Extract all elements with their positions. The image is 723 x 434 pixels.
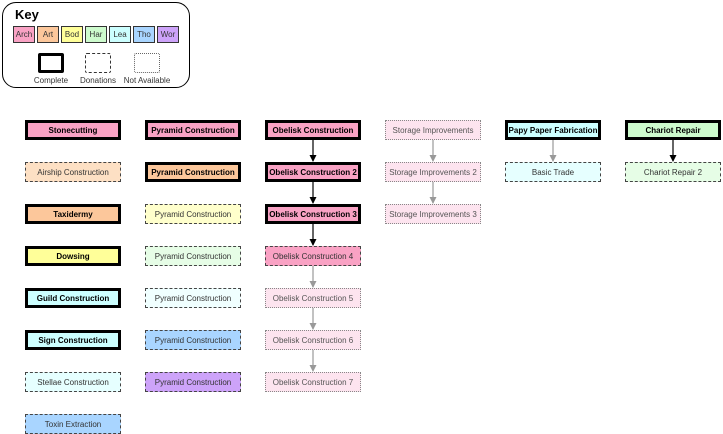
node-obelisk-construction-4[interactable]: Obelisk Construction 4 [265, 246, 361, 266]
node-basic-trade[interactable]: Basic Trade [505, 162, 601, 182]
key-swatch-art: Art [37, 26, 59, 43]
key-swatch-lea: Lea [109, 26, 131, 43]
key-legend: Key Arch Art Bod Har Lea Tho Wor Complet… [2, 2, 190, 88]
node-taxidermy[interactable]: Taxidermy [25, 204, 121, 224]
node-storage-improvements-2[interactable]: Storage Improvements 2 [385, 162, 481, 182]
node-pyramid-construction-arch[interactable]: Pyramid Construction [145, 120, 241, 140]
key-swatch-wor: Wor [157, 26, 179, 43]
node-obelisk-construction-1[interactable]: Obelisk Construction [265, 120, 361, 140]
node-stellae-construction[interactable]: Stellae Construction [25, 372, 121, 392]
key-swatch-arch: Arch [13, 26, 35, 43]
node-storage-improvements-1[interactable]: Storage Improvements [385, 120, 481, 140]
node-obelisk-construction-5[interactable]: Obelisk Construction 5 [265, 288, 361, 308]
node-sign-construction[interactable]: Sign Construction [25, 330, 121, 350]
node-pyramid-construction-tho[interactable]: Pyramid Construction [145, 330, 241, 350]
key-swatch-tho: Tho [133, 26, 155, 43]
key-sample-complete [38, 53, 64, 73]
node-papy-paper-fabrication[interactable]: Papy Paper Fabrication [505, 120, 601, 140]
key-label-donations: Donations [79, 76, 117, 85]
node-obelisk-construction-3[interactable]: Obelisk Construction 3 [265, 204, 361, 224]
key-sample-not-available [134, 53, 160, 73]
key-swatch-bod: Bod [61, 26, 83, 43]
node-dowsing[interactable]: Dowsing [25, 246, 121, 266]
node-chariot-repair-2[interactable]: Chariot Repair 2 [625, 162, 721, 182]
node-pyramid-construction-art[interactable]: Pyramid Construction [145, 162, 241, 182]
node-obelisk-construction-6[interactable]: Obelisk Construction 6 [265, 330, 361, 350]
node-obelisk-construction-2[interactable]: Obelisk Construction 2 [265, 162, 361, 182]
node-airship-construction[interactable]: Airship Construction [25, 162, 121, 182]
node-stonecutting[interactable]: Stonecutting [25, 120, 121, 140]
node-pyramid-construction-wor[interactable]: Pyramid Construction [145, 372, 241, 392]
key-sample-donations [85, 53, 111, 73]
node-pyramid-construction-lea[interactable]: Pyramid Construction [145, 288, 241, 308]
node-chariot-repair[interactable]: Chariot Repair [625, 120, 721, 140]
node-pyramid-construction-har[interactable]: Pyramid Construction [145, 246, 241, 266]
node-pyramid-construction-bod[interactable]: Pyramid Construction [145, 204, 241, 224]
key-title: Key [15, 7, 39, 22]
node-toxin-extraction[interactable]: Toxin Extraction [25, 414, 121, 434]
node-obelisk-construction-7[interactable]: Obelisk Construction 7 [265, 372, 361, 392]
key-label-complete: Complete [33, 76, 69, 85]
key-label-not-available: Not Available [123, 76, 171, 85]
node-storage-improvements-3[interactable]: Storage Improvements 3 [385, 204, 481, 224]
key-swatch-har: Har [85, 26, 107, 43]
node-guild-construction[interactable]: Guild Construction [25, 288, 121, 308]
